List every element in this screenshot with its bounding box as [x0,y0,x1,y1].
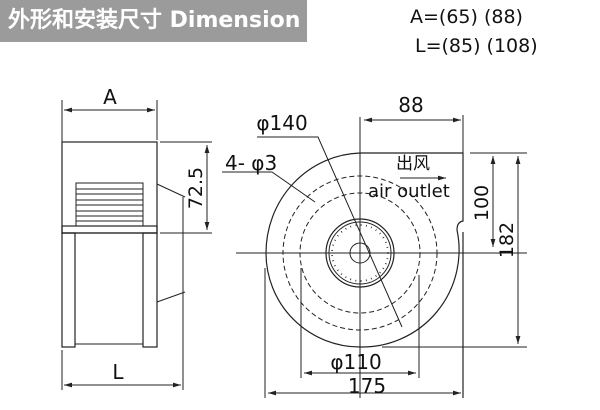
holes-label: 4- φ3 [225,151,277,175]
flange [61,225,158,234]
outlet-en-label: air outlet [368,181,450,202]
leg-right [142,232,158,348]
leg-left [61,232,76,348]
phi-140-label: φ140 [256,111,307,135]
spec-l: L=(85) (108) [415,35,538,57]
dim-175-label: 175 [348,374,386,398]
front-view: 88 100 182 φ110 175 φ140 4- φ3 出风 air ou… [222,93,527,398]
scroll-housing [265,152,464,348]
outlet-cn-label: 出风 [396,154,430,174]
dim-182-label: 182 [496,222,518,258]
dim-l-label: L [112,360,124,384]
side-view: A 72.5 L [61,85,212,390]
section-title: 外形和安装尺寸 Dimension [0,0,307,42]
dim-100-label: 100 [471,185,493,221]
dim-a-label: A [103,85,117,109]
dim-72-5-label: 72.5 [185,167,207,209]
phi-110-label: φ110 [330,350,381,374]
dim-88-label: 88 [398,93,423,117]
spec-a: A=(65) (88) [410,6,523,28]
grille [75,182,144,227]
